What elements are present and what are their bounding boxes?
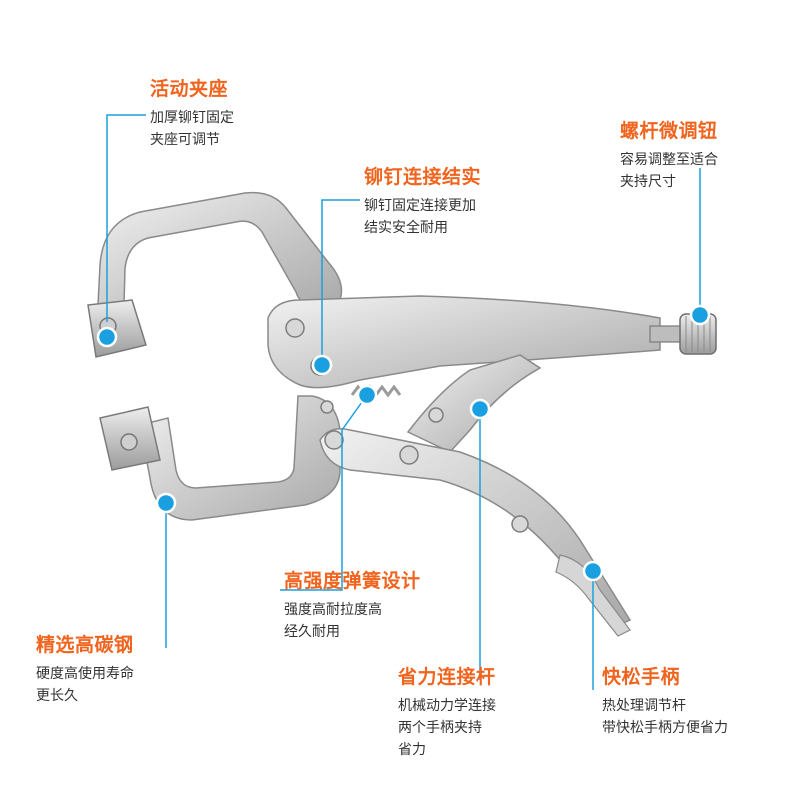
desc-line: 铆钉固定连接更加 — [364, 198, 476, 214]
upper-c-jaw — [97, 191, 343, 313]
pointer-dot-rivet — [311, 354, 333, 376]
callout-spring: 高强度弹簧设计 强度高耐拉度高 经久耐用 — [284, 566, 421, 643]
callout-title: 快松手柄 — [602, 666, 681, 688]
pointer-dot-spring — [356, 384, 378, 406]
callout-carbon-steel: 精选高碳钢 硬度高使用寿命 更长久 — [36, 630, 134, 707]
callout-desc: 热处理调节杆 带快松手柄方便省力 — [602, 695, 728, 739]
upper-handle — [267, 295, 661, 389]
callout-desc: 加厚铆钉固定 夹座可调节 — [150, 107, 234, 151]
callout-desc: 机械动力学连接 两个手柄夹持 省力 — [398, 695, 496, 761]
pointer-dots — [96, 304, 711, 582]
desc-line: 夹座可调节 — [150, 132, 220, 148]
desc-line: 强度高耐拉度高 — [284, 602, 382, 618]
desc-line: 更长久 — [36, 688, 78, 704]
callout-rivet: 铆钉连接结实 铆钉固定连接更加 结实安全耐用 — [364, 162, 481, 239]
desc-line: 硬度高使用寿命 — [36, 666, 134, 682]
callout-desc: 容易调整至适合 夹持尺寸 — [620, 149, 718, 193]
callout-desc: 强度高耐拉度高 经久耐用 — [284, 599, 421, 643]
callout-desc: 硬度高使用寿命 更长久 — [36, 663, 134, 707]
callout-title: 省力连接杆 — [398, 666, 496, 688]
callout-title: 活动夹座 — [150, 78, 229, 100]
callout-title: 精选高碳钢 — [36, 634, 134, 656]
desc-line: 两个手柄夹持 — [398, 720, 482, 736]
desc-line: 结实安全耐用 — [364, 220, 448, 236]
callout-title: 铆钉连接结实 — [364, 166, 482, 188]
upper-swivel-pad — [87, 299, 147, 358]
callout-title: 螺杆微调钮 — [620, 120, 718, 142]
callout-title: 高强度弹簧设计 — [284, 570, 421, 592]
desc-line: 加厚铆钉固定 — [150, 110, 234, 126]
desc-line: 带快松手柄方便省力 — [602, 720, 728, 736]
callout-link-bar: 省力连接杆 机械动力学连接 两个手柄夹持 省力 — [398, 662, 496, 761]
callout-screw-adjust: 螺杆微调钮 容易调整至适合 夹持尺寸 — [620, 116, 718, 193]
callout-desc: 铆钉固定连接更加 结实安全耐用 — [364, 195, 481, 239]
pointer-dot-link-bar — [469, 398, 491, 420]
callout-active-seat: 活动夹座 加厚铆钉固定 夹座可调节 — [150, 74, 234, 151]
pointer-dot-carbon-steel — [155, 492, 177, 514]
desc-line: 夹持尺寸 — [620, 174, 676, 190]
desc-line: 机械动力学连接 — [398, 698, 496, 714]
pointer-dot-quick-release — [582, 560, 604, 582]
adjusting-screw — [649, 325, 685, 343]
desc-line: 经久耐用 — [284, 624, 340, 640]
desc-line: 热处理调节杆 — [602, 698, 686, 714]
pointer-dot-screw — [689, 304, 711, 326]
desc-line: 容易调整至适合 — [620, 152, 718, 168]
callout-quick-release: 快松手柄 热处理调节杆 带快松手柄方便省力 — [602, 662, 728, 739]
pointer-dot-active-seat — [96, 326, 118, 348]
pointer-lines — [106, 114, 701, 690]
desc-line: 省力 — [398, 742, 426, 758]
